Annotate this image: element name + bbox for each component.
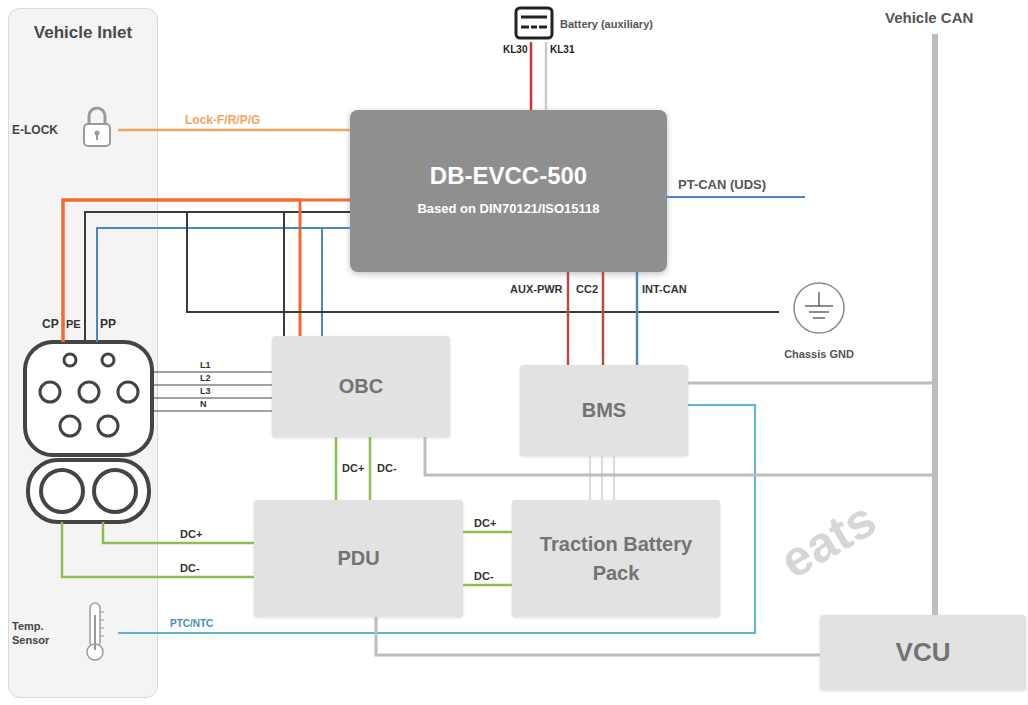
node-title: DB-EVCC-500 xyxy=(430,162,587,190)
wire-connector xyxy=(463,584,512,587)
wire-connector xyxy=(63,200,300,342)
wire-connector xyxy=(589,456,591,500)
wire-connector xyxy=(613,456,615,500)
pin-name: PE xyxy=(66,319,81,330)
signal-label: DC+ xyxy=(342,463,364,474)
lock-symbol xyxy=(84,108,110,146)
signal-label: L3 xyxy=(200,387,211,396)
signal-label: KL31 xyxy=(550,45,574,55)
signal-label: AUX-PWR xyxy=(510,284,563,295)
wire-connector xyxy=(376,617,820,655)
ground-symbol xyxy=(794,283,844,333)
wire-connector xyxy=(152,372,272,373)
thermometer-symbol xyxy=(87,603,104,660)
wire-connector xyxy=(335,437,338,500)
wire-connector xyxy=(152,398,272,399)
wire-connector xyxy=(369,437,372,500)
module-box: PDU xyxy=(254,500,463,617)
pt-can-line xyxy=(667,196,805,198)
node-title: E-LOCK xyxy=(12,123,58,137)
signal-label: INT-CAN xyxy=(642,284,687,295)
signal-label: L1 xyxy=(200,361,211,370)
sensor-node: Temp. Sensor xyxy=(12,597,118,669)
signal-label: CC2 xyxy=(576,284,598,295)
wire-connector xyxy=(63,200,350,342)
wire-connector xyxy=(97,228,322,342)
wire-connector xyxy=(118,129,350,132)
wire-connector xyxy=(103,522,254,543)
signal-label: DC- xyxy=(474,571,494,582)
wire-connector xyxy=(636,272,639,365)
wire-connector xyxy=(97,228,350,342)
pin-name: CP xyxy=(42,318,59,330)
wire-connector xyxy=(567,272,570,365)
node-title: Traction Battery Pack xyxy=(531,530,701,588)
bus-name: PT-CAN (UDS) xyxy=(678,178,766,191)
node-title: Chassis GND xyxy=(784,348,854,360)
signal-label: L2 xyxy=(200,374,211,383)
watermark: eats xyxy=(772,493,884,586)
wire-connector xyxy=(545,42,548,110)
signal-label: KL30 xyxy=(503,45,527,55)
signal-label: Lock-F/R/P/G xyxy=(185,114,260,126)
wire-connector xyxy=(425,437,935,615)
module-box: BMS xyxy=(520,365,688,456)
wire-connector xyxy=(85,212,350,342)
wire-connector xyxy=(62,522,254,577)
node-title: VCU xyxy=(896,634,951,672)
battery-symbol xyxy=(516,8,552,38)
node-subtitle: Based on DIN70121/ISO15118 xyxy=(417,198,599,220)
wire-connector xyxy=(602,272,605,365)
node-title: BMS xyxy=(582,396,626,425)
wire-connector xyxy=(118,405,755,633)
wire-connector xyxy=(601,456,603,500)
pin-name: PP xyxy=(100,318,116,330)
signal-label: DC+ xyxy=(180,529,202,540)
wire-connector xyxy=(85,212,284,342)
signal-label: DC+ xyxy=(474,518,496,529)
module-box: VCU xyxy=(820,615,1026,690)
signal-label: PTC/NTC xyxy=(170,619,213,629)
node-title: Battery (auxiliary) xyxy=(560,18,653,30)
node-title: Temp. Sensor xyxy=(12,619,70,648)
module-box: OBC xyxy=(272,336,450,437)
signal-label: DC- xyxy=(180,563,200,574)
node-title: PDU xyxy=(337,544,379,573)
wire-connector xyxy=(152,411,272,412)
wire-connector xyxy=(152,385,272,386)
node-title: OBC xyxy=(339,372,383,401)
signal-label: DC- xyxy=(377,463,397,474)
wire-connector xyxy=(85,212,779,342)
signal-label: N xyxy=(200,400,207,409)
module-box: Traction Battery Pack xyxy=(512,500,720,617)
wire-connector xyxy=(530,42,533,110)
bus-name: Vehicle CAN xyxy=(885,10,973,25)
charging-inlet-symbol xyxy=(25,342,152,522)
wire-connector xyxy=(463,531,512,534)
controller-box: DB-EVCC-500Based on DIN70121/ISO15118 xyxy=(350,110,667,272)
node-title: Vehicle Inlet xyxy=(34,23,132,43)
wire-connector xyxy=(688,383,935,615)
